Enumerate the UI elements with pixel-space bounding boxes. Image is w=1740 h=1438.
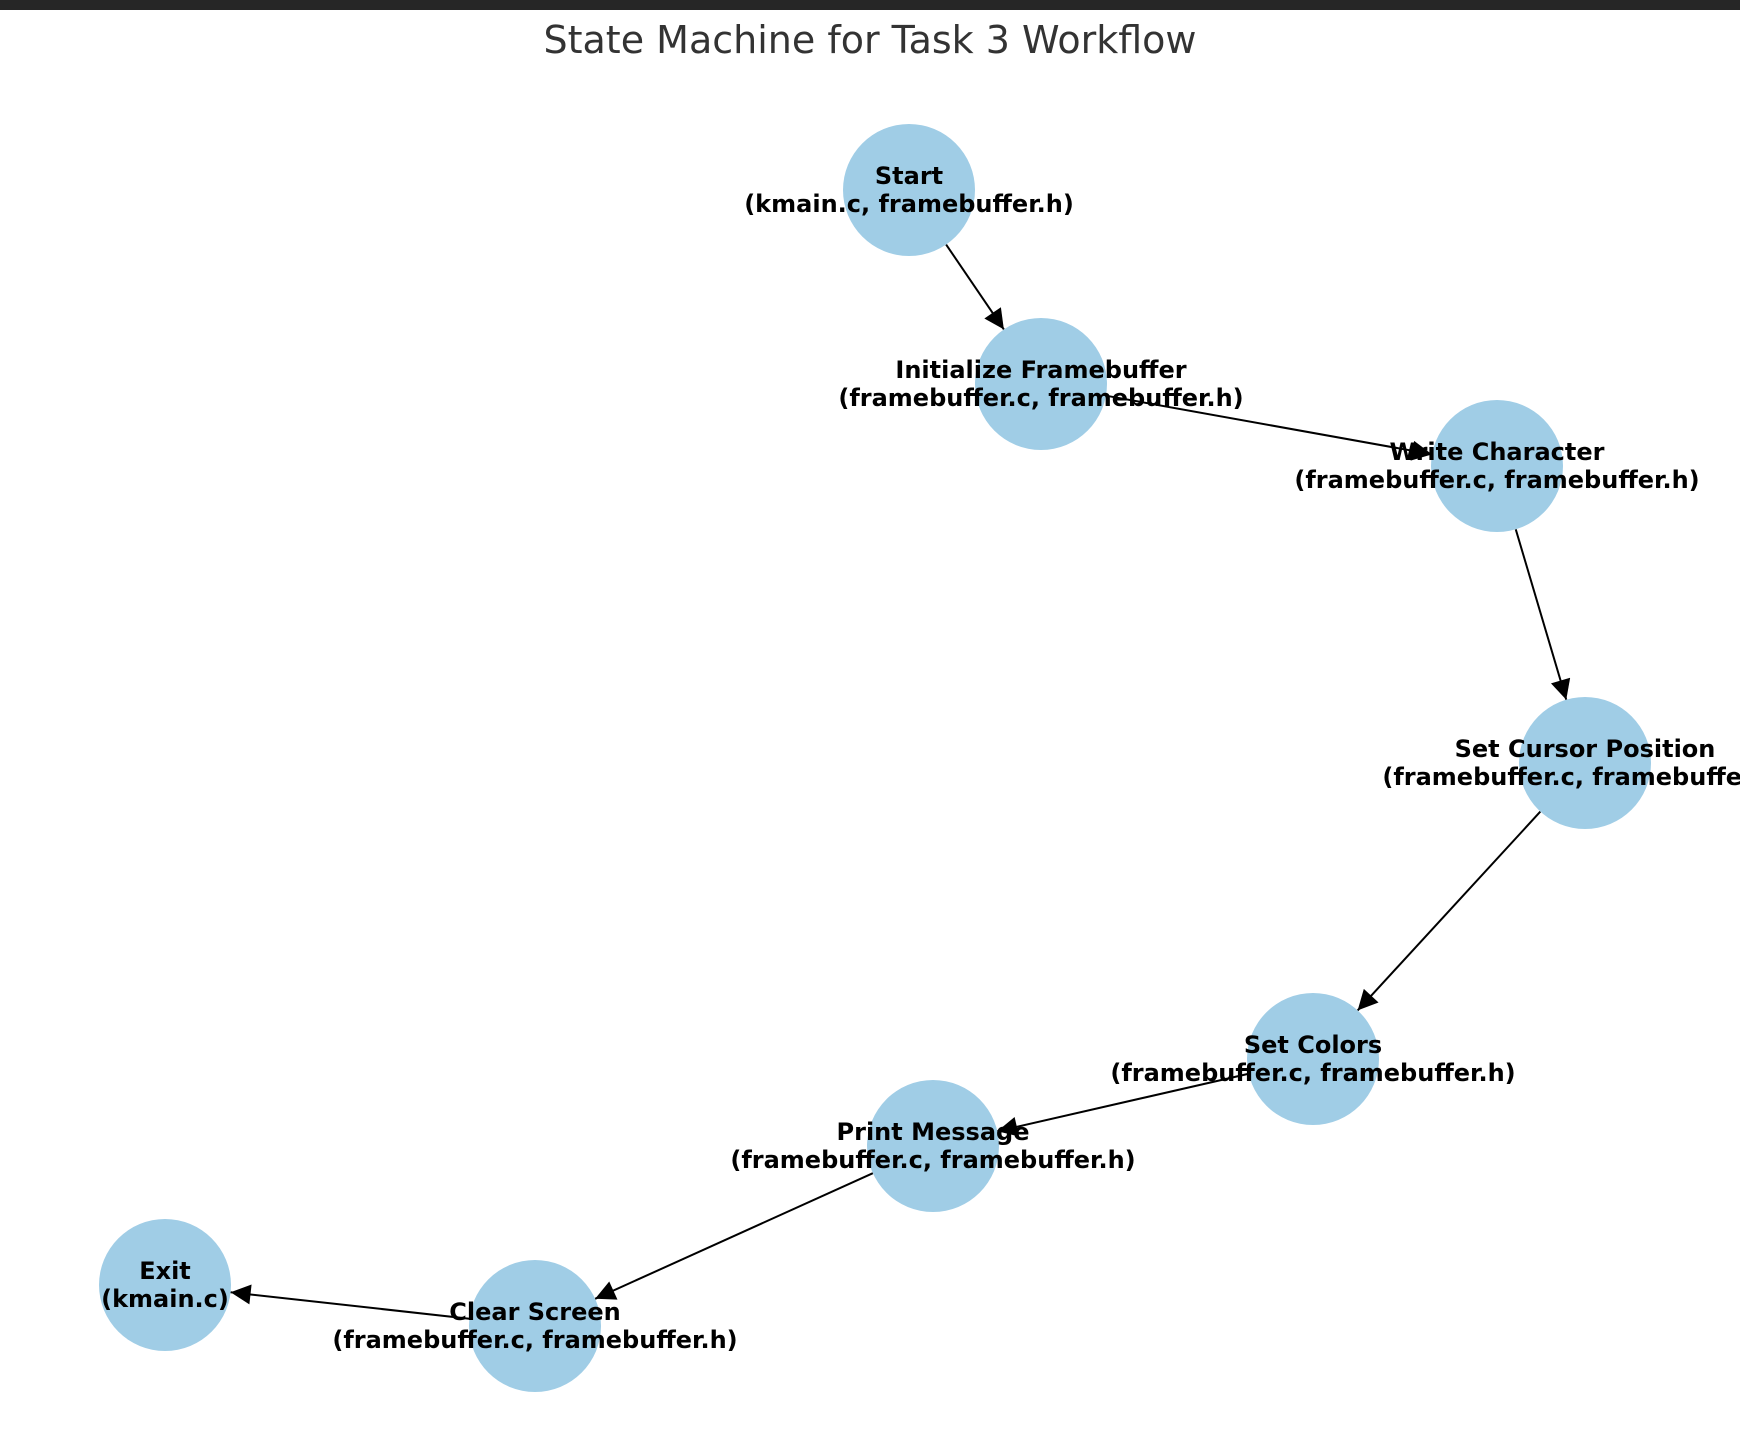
node-label-line1: Exit	[139, 1257, 191, 1285]
node-label-cursor: Set Cursor Position(framebuffer.c, frame…	[1382, 735, 1740, 791]
edge-init-to-write	[1105, 394, 1433, 461]
node-label-print: Print Message(framebuffer.c, framebuffer…	[730, 1118, 1135, 1174]
edge-print-to-clear	[594, 1172, 874, 1300]
labels-layer: Start(kmain.c, framebuffer.h) Initialize …	[101, 162, 1740, 1354]
node-label-line1: Print Message	[837, 1118, 1030, 1146]
nodes-layer	[99, 124, 1651, 1392]
diagram-title: State Machine for Task 3 Workflow	[543, 18, 1197, 62]
node-label-start: Start(kmain.c, framebuffer.h)	[744, 162, 1074, 218]
node-label-line2: (framebuffer.c, framebuffer.h)	[730, 1146, 1135, 1174]
node-print	[867, 1080, 999, 1212]
node-label-line1: Initialize Framebuffer	[895, 356, 1186, 384]
node-label-clear: Clear Screen(framebuffer.c, framebuffer.…	[332, 1298, 737, 1354]
node-label-line2: (kmain.c, framebuffer.h)	[744, 190, 1074, 218]
edge-write-to-cursor	[1514, 528, 1571, 701]
edge-clear-to-exit	[230, 1284, 470, 1320]
node-colors	[1247, 993, 1379, 1125]
node-label-line1: Write Character	[1390, 438, 1605, 466]
edge-start-to-init	[945, 244, 1005, 330]
node-label-init: Initialize Framebuffer(framebuffer.c, fr…	[838, 356, 1243, 412]
node-label-line2: (framebuffer.c, framebuffer.h)	[1382, 763, 1740, 791]
node-label-colors: Set Colors(framebuffer.c, framebuffer.h)	[1110, 1031, 1515, 1087]
node-label-exit: Exit(kmain.c)	[101, 1257, 229, 1313]
edges-layer	[230, 244, 1571, 1320]
node-cursor	[1519, 697, 1651, 829]
edge-cursor-to-colors	[1356, 810, 1542, 1012]
node-label-line2: (framebuffer.c, framebuffer.h)	[1294, 466, 1699, 494]
node-clear	[469, 1260, 601, 1392]
node-label-write: Write Character(framebuffer.c, framebuff…	[1294, 438, 1699, 494]
node-label-line1: Start	[875, 162, 943, 190]
node-write	[1431, 400, 1563, 532]
node-start	[843, 124, 975, 256]
node-label-line2: (framebuffer.c, framebuffer.h)	[332, 1326, 737, 1354]
top-bar	[0, 0, 1740, 10]
node-label-line1: Set Colors	[1244, 1031, 1382, 1059]
node-label-line1: Clear Screen	[449, 1298, 621, 1326]
node-label-line2: (framebuffer.c, framebuffer.h)	[838, 384, 1243, 412]
node-exit	[99, 1219, 231, 1351]
edge-colors-to-print	[997, 1072, 1249, 1137]
node-label-line2: (kmain.c)	[101, 1285, 229, 1313]
node-label-line2: (framebuffer.c, framebuffer.h)	[1110, 1059, 1515, 1087]
node-init	[975, 318, 1107, 450]
node-label-line1: Set Cursor Position	[1455, 735, 1716, 763]
